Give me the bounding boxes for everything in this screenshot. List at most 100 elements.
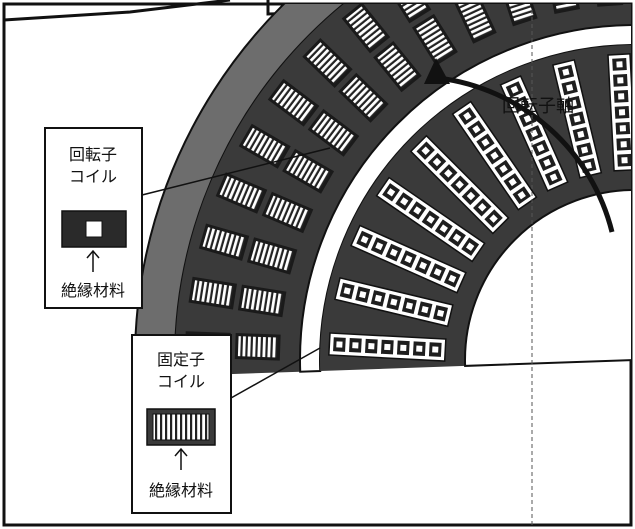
stator-slot <box>412 13 458 66</box>
rotor-coil-conductor <box>374 294 382 302</box>
stator-slot <box>338 72 389 123</box>
stator-slot <box>307 108 360 157</box>
rotor-coil-conductor <box>439 224 448 233</box>
rotation-arrow <box>437 75 615 233</box>
rotor-coil-conductor <box>566 84 574 92</box>
stator-coil-conductor <box>306 42 349 84</box>
rotor-coil-conductor <box>617 77 624 84</box>
stator-slot <box>341 4 391 54</box>
stator-slot <box>188 276 238 310</box>
rotor-coil-conductor <box>499 164 508 173</box>
rotor-coil-conductor <box>433 268 442 277</box>
stator-coil-conductor <box>191 280 234 307</box>
stator-callout-material: 絶縁材料 <box>149 481 213 500</box>
stator-coil-conductor <box>345 6 387 50</box>
rotor-callout-material: 絶縁材料 <box>61 281 125 300</box>
rotor-slot <box>409 134 510 235</box>
stator-coil-conductor <box>250 240 294 271</box>
rotor-coil-conductor <box>562 68 570 76</box>
rotor-coil-conductor <box>343 287 351 295</box>
stator-slot <box>267 78 320 127</box>
rotor-coil-conductor <box>386 188 396 197</box>
stator-slot <box>385 4 432 24</box>
stator-coil-conductor <box>152 413 210 441</box>
stator-slot <box>246 237 298 275</box>
rotor-coil-conductor <box>448 274 457 283</box>
rotor-coil-conductor <box>436 309 445 317</box>
rotor-coil-conductor <box>359 291 367 299</box>
rotor-slot <box>333 276 454 328</box>
rotor-slot <box>328 332 447 362</box>
rotor-slot <box>375 176 486 263</box>
rotor-coil-conductor <box>508 177 517 187</box>
rotor-coil-conductor <box>523 114 532 123</box>
stator-slot <box>261 191 314 234</box>
stator-coil-conductor <box>377 45 418 89</box>
stator-coil-conductor <box>242 127 287 165</box>
rotor-coil-conductor <box>618 93 625 100</box>
torn-edge-left <box>3 0 231 22</box>
rotor-callout-line1: 回転子 <box>69 145 117 164</box>
rotor-coil-conductor <box>472 125 481 134</box>
up-arrow-icon <box>86 249 100 259</box>
rotor-coil-conductor <box>432 346 439 353</box>
rotor-coil-conductor <box>481 138 490 147</box>
rotor-coil-conductor <box>573 115 581 123</box>
stator-coil-conductor <box>389 4 428 20</box>
stator-coil-conductor <box>265 195 310 230</box>
rotor-coil-conductor <box>421 305 429 314</box>
rotor-coil-conductor <box>452 233 462 242</box>
rotor-coil-conductor <box>390 298 398 306</box>
rotor-coil-conductor <box>400 344 407 352</box>
rotor-coil-callout: 回転子 コイル 絶縁材料 <box>44 127 331 309</box>
rotor-coil-conductor <box>400 197 409 206</box>
stator-slot <box>373 40 422 93</box>
rotor-coil-conductor <box>580 146 589 154</box>
stator-coil-conductor <box>342 77 385 119</box>
rotor-coil-conductor <box>619 125 627 132</box>
rotor-coil-conductor <box>577 130 585 139</box>
rotor-coil-conductor <box>620 141 627 148</box>
stator-coil-callout: 固定子 コイル 絶縁材料 <box>131 334 321 514</box>
rotor-coil-conductor <box>375 242 384 251</box>
stator-slot <box>282 148 335 194</box>
rotor-slot <box>349 224 467 294</box>
rotor-coil-conductor <box>621 157 628 164</box>
rotor-center-area <box>464 189 631 367</box>
stator-coil-conductor <box>458 4 493 40</box>
stator-coil-conductor <box>241 288 283 314</box>
rotor-coil-conductor <box>463 111 472 121</box>
rotor-slot <box>607 53 631 172</box>
stator-slot <box>234 333 281 361</box>
stator-slots <box>184 4 624 361</box>
stator-coil-conductor <box>311 113 356 153</box>
rotor-coil-conductor <box>416 345 423 352</box>
stator-slot <box>198 223 250 261</box>
rotor-coil-conductor <box>368 343 375 350</box>
rotor-coil-conductor <box>490 151 499 160</box>
rotor-slot <box>451 100 538 211</box>
rotation-arrowhead-icon <box>424 58 450 84</box>
rotor-callout-line2: コイル <box>69 167 117 186</box>
stator-coil-conductor <box>219 176 264 210</box>
stator-callout-line2: コイル <box>157 372 205 391</box>
stator-slot <box>237 284 287 318</box>
stator-slot <box>215 172 268 214</box>
rotor-coil-conductor <box>549 173 558 182</box>
up-arrow-icon <box>174 447 188 457</box>
stator-coil-conductor <box>286 152 330 190</box>
rotor-coil-conductor <box>405 302 414 310</box>
rotor-coil-conductor <box>455 180 464 189</box>
rotor-coil-conductor <box>618 109 626 116</box>
rotor-coil-conductor <box>517 191 526 200</box>
rotor-shaft-label: 回転子軸 <box>502 96 574 117</box>
stator-slot <box>499 4 538 27</box>
rotor-coil-conductor <box>466 242 475 251</box>
rotor-coil-conductor <box>419 261 428 270</box>
stator-slot <box>238 123 291 169</box>
rotor-coil-conductor <box>616 61 623 68</box>
stator-slot <box>454 4 497 44</box>
rotor-coil-conductor <box>536 144 545 153</box>
stator-coil-conductor <box>271 83 316 123</box>
